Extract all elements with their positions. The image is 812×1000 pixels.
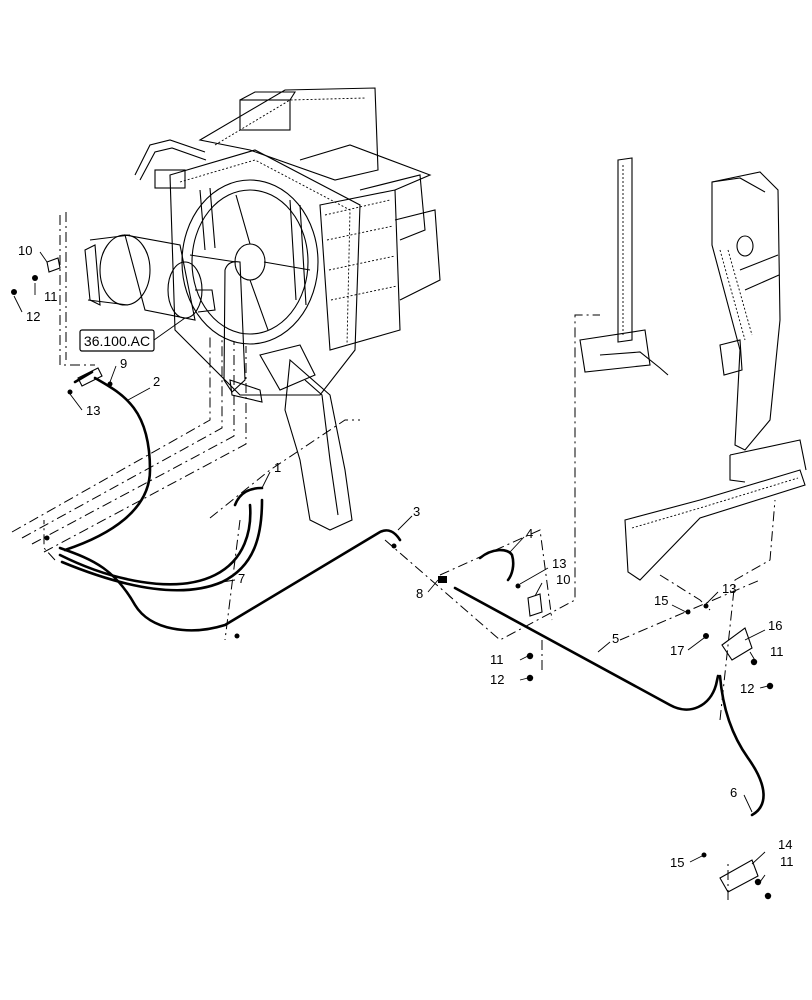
callout-10-center: 10: [556, 572, 570, 587]
callout-1: 1: [274, 460, 281, 475]
callout-4: 4: [526, 526, 533, 541]
reference-box-label: 36.100.AC: [84, 333, 150, 349]
callout-15-right: 15: [654, 593, 668, 608]
callout-7: 7: [238, 571, 245, 586]
hoses: [58, 370, 765, 817]
callout-16: 16: [768, 618, 782, 633]
callout-13-left: 13: [86, 403, 100, 418]
assembly-guide-lines: [11, 212, 776, 900]
hose-5: [453, 586, 720, 711]
callout-12-left: 12: [26, 309, 40, 324]
callout-13-right: 13: [722, 581, 736, 596]
hose-6: [718, 674, 765, 817]
hardware: [11, 257, 774, 900]
cooler-package: [84, 87, 441, 531]
callout-14: 14: [778, 837, 792, 852]
reference-box[interactable]: 36.100.AC: [79, 317, 186, 352]
callout-12-right: 12: [740, 681, 754, 696]
right-frame-assembly: [579, 157, 807, 581]
callout-11-left: 11: [44, 289, 58, 304]
callout-6: 6: [730, 785, 737, 800]
callout-11-right: 11: [770, 644, 784, 659]
hose-1: [233, 486, 264, 507]
callout-8: 8: [416, 586, 423, 601]
hose-3: [58, 529, 402, 632]
callout-11-bottom: 11: [780, 854, 794, 869]
callout-3: 3: [413, 504, 420, 519]
hose-7a: [58, 503, 252, 586]
callout-2: 2: [153, 374, 160, 389]
callout-labels: 1 2 3 4 5 6 7 8 9 10 10 11 11 11 11 12 1…: [18, 243, 794, 870]
callout-15-bottom: 15: [670, 855, 684, 870]
callout-13-center: 13: [552, 556, 566, 571]
callout-leaders: [13, 251, 769, 883]
callout-17: 17: [670, 643, 684, 658]
callout-5: 5: [612, 631, 619, 646]
callout-9: 9: [120, 356, 127, 371]
callout-12-center: 12: [490, 672, 504, 687]
hose-7b: [60, 498, 264, 592]
callout-10-left: 10: [18, 243, 32, 258]
hose-4: [478, 548, 515, 582]
callout-11-center: 11: [490, 652, 504, 667]
hose-2: [63, 376, 152, 552]
